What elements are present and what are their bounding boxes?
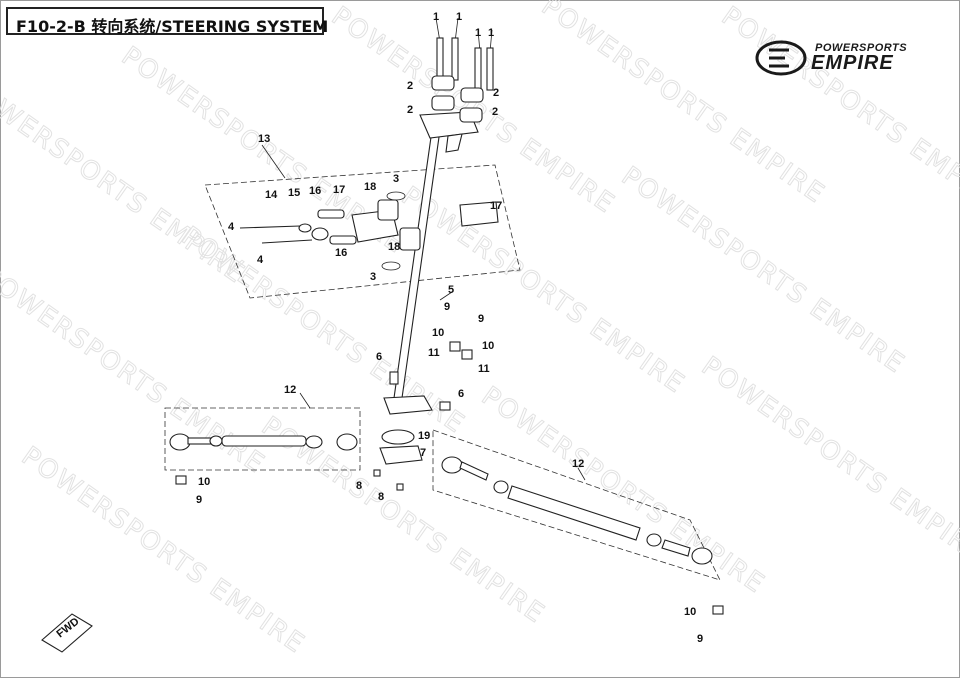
- callout-2: 2: [492, 106, 498, 118]
- page-title: F10-2-B 转向系统/STEERING SYSTEM: [16, 17, 329, 36]
- callout-7: 7: [420, 447, 426, 459]
- callout-11: 11: [428, 347, 440, 359]
- handlebar-clamps: [431, 75, 484, 123]
- callout-12: 12: [284, 384, 296, 396]
- callout-9: 9: [697, 633, 703, 645]
- brand-logo: POWERSPORTS EMPIRE: [755, 40, 930, 76]
- callout-9: 9: [196, 494, 202, 506]
- watermark-text: POWERSPORTS EMPIRE: [616, 161, 911, 380]
- callout-6: 6: [458, 388, 464, 400]
- callout-4: 4: [228, 221, 235, 233]
- callout-13: 13: [258, 133, 270, 145]
- callout-10: 10: [482, 340, 494, 352]
- tie-rod-left: [169, 433, 358, 485]
- logo-emblem-icon: [755, 40, 807, 76]
- group-box-13: [204, 164, 521, 299]
- callout-2: 2: [407, 104, 413, 116]
- callout-1: 1: [456, 11, 462, 23]
- watermark-text: POWERSPORTS EMPIRE: [396, 181, 691, 400]
- callout-4: 4: [257, 254, 264, 266]
- callout-3: 3: [393, 173, 399, 185]
- callout-9: 9: [444, 301, 450, 313]
- callout-16: 16: [309, 185, 321, 197]
- logo-name: EMPIRE: [811, 52, 894, 74]
- callout-19: 19: [418, 430, 430, 442]
- callout-18: 18: [388, 241, 400, 253]
- callout-14: 14: [265, 189, 278, 201]
- callout-1: 1: [488, 27, 494, 39]
- callout-16: 16: [335, 247, 347, 259]
- callout-10: 10: [432, 327, 444, 339]
- callout-8: 8: [378, 491, 384, 503]
- lower-column-parts: [373, 341, 473, 491]
- callout-10: 10: [198, 476, 210, 488]
- callout-2: 2: [493, 87, 499, 99]
- callout-17: 17: [490, 200, 502, 212]
- callout-10: 10: [684, 606, 696, 618]
- watermark-text: POWERSPORTS EMPIRE: [716, 1, 960, 220]
- logo-tagline: POWERSPORTS: [815, 42, 908, 54]
- callout-17: 17: [333, 184, 345, 196]
- callout-11: 11: [478, 363, 490, 375]
- fwd-arrow-icon: FWD: [41, 613, 93, 653]
- callout-8: 8: [356, 480, 362, 492]
- watermark-text: POWERSPORTS EMPIRE: [696, 351, 960, 570]
- callout-3: 3: [370, 271, 376, 283]
- callout-labels: 1 1 1 1 2 2 2 2 13 3 3 14 15 16 16 17 17…: [196, 11, 703, 645]
- bracket-parts: [239, 191, 499, 271]
- callout-15: 15: [288, 187, 300, 199]
- group-box-12-left: [164, 407, 361, 471]
- callout-12: 12: [572, 458, 584, 470]
- group-box-12-right: [432, 429, 721, 581]
- callout-1: 1: [433, 11, 439, 23]
- callout-1: 1: [475, 27, 481, 39]
- callout-18: 18: [364, 181, 376, 193]
- callout-6: 6: [376, 351, 382, 363]
- callout-5: 5: [448, 284, 454, 296]
- callout-2: 2: [407, 80, 413, 92]
- callout-9: 9: [478, 313, 484, 325]
- title-box: F10-2-B 转向系统/STEERING SYSTEM: [6, 7, 328, 36]
- tie-rod-right: [441, 456, 724, 615]
